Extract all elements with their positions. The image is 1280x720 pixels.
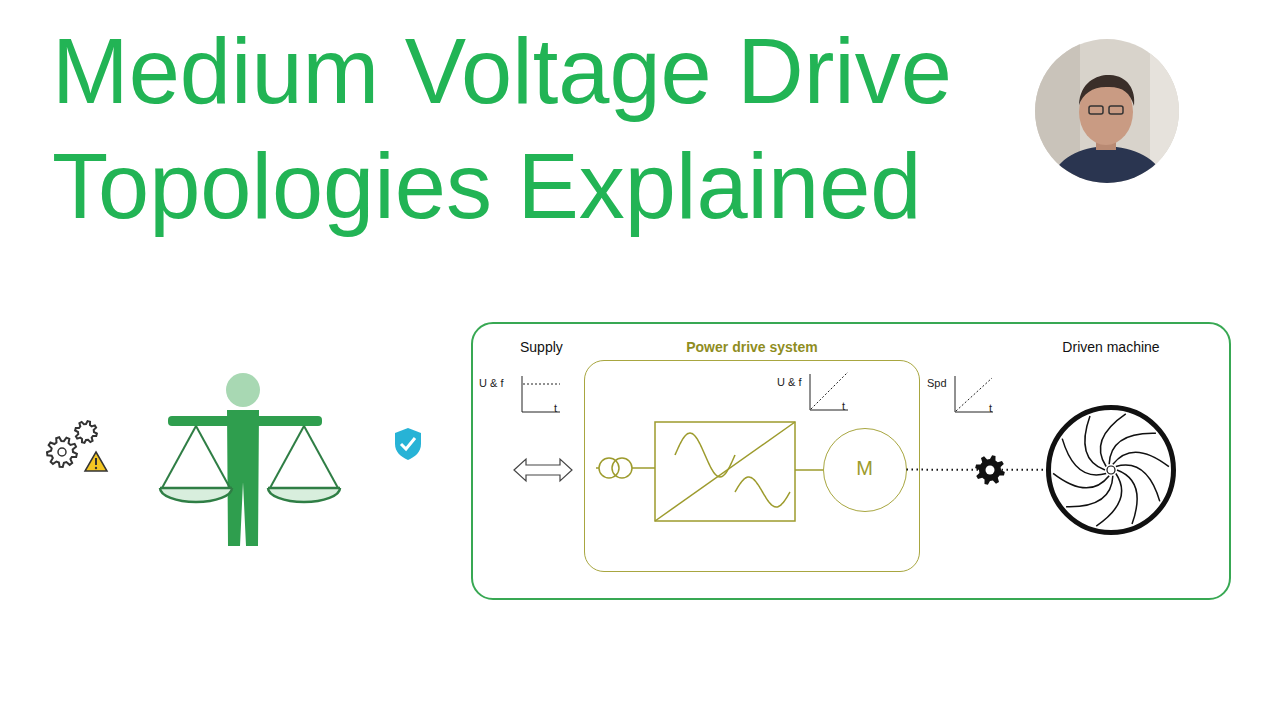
- fan-blade: [1066, 476, 1113, 507]
- fan-blade: [1117, 470, 1137, 524]
- axis-label: U & f: [479, 377, 503, 389]
- shield-check-icon-part: [395, 428, 421, 460]
- presenter-photo-part: [1079, 75, 1134, 106]
- fan-blade: [1062, 439, 1106, 475]
- page-title: Medium Voltage Drive Topologies Explaine…: [52, 14, 1012, 244]
- gear-hub: [58, 448, 66, 456]
- coupling-gear-hole: [986, 466, 995, 475]
- node-label: M: [824, 457, 906, 480]
- fan-blade: [1096, 474, 1121, 527]
- power-drive-box: MPower drive system: [584, 360, 920, 572]
- transformer-symbol: [596, 458, 655, 478]
- fan-blade: [1113, 452, 1169, 467]
- axis-label: t: [842, 400, 845, 412]
- converter-box-part: [795, 469, 823, 471]
- justice-scales-figure-part: [162, 426, 196, 488]
- gear-warning-icon-part: [85, 452, 107, 471]
- justice-scales-figure-part: [268, 487, 340, 490]
- axis-label: U & f: [777, 376, 801, 388]
- double-arrow: [514, 459, 572, 481]
- driven-machine: Driven machine: [1046, 405, 1176, 535]
- node-label: Supply: [520, 339, 563, 355]
- fan-impeller: [1053, 414, 1169, 526]
- justice-scales-figure-part: [270, 426, 304, 488]
- transformer-symbol-part: [612, 458, 632, 478]
- coupling-gear: [975, 455, 1005, 485]
- fan-blade: [1053, 473, 1109, 488]
- presenter-photo-part: [1109, 106, 1123, 114]
- justice-scales-figure-part: [160, 487, 232, 490]
- node-label: Power drive system: [585, 339, 919, 355]
- fan-blade: [1109, 433, 1156, 464]
- sine-wave: [735, 477, 790, 507]
- fan-blade: [1085, 416, 1105, 470]
- justice-scales-figure-part: [168, 416, 322, 426]
- presenter-photo-part: [1089, 106, 1103, 114]
- converter-box-part: [655, 422, 795, 521]
- coupling-gear-body: [975, 455, 1005, 485]
- axis-label: Spd: [927, 377, 947, 389]
- presenter-photo-part: [1030, 35, 1080, 195]
- fan-blade: [1116, 465, 1160, 501]
- presenter-photo-part: [1045, 146, 1172, 200]
- justice-scales-figure-part: [160, 488, 232, 502]
- motor-circle: M: [823, 428, 907, 512]
- justice-scales-figure: [160, 373, 340, 546]
- axis-label: t: [989, 402, 992, 414]
- transformer-symbol-part: [596, 467, 599, 469]
- gear-hub: [83, 429, 89, 435]
- presenter-photo-part: [1030, 35, 1190, 195]
- large-gear: [47, 437, 77, 467]
- shaft-connector: [907, 469, 1047, 471]
- justice-scales-figure-part: [304, 426, 338, 488]
- gear-warning-icon-part: [95, 458, 97, 465]
- presenter-photo: [1030, 35, 1190, 200]
- transformer-symbol-part: [599, 458, 619, 478]
- presenter-photo-part: [1079, 79, 1133, 145]
- transformer-symbol-part: [632, 467, 655, 469]
- converter-box: [655, 422, 823, 521]
- sine-wave: [675, 433, 735, 477]
- justice-scales-figure-part: [268, 488, 340, 502]
- presenter-photo-part: [1096, 132, 1116, 150]
- speed-graph: [955, 376, 993, 412]
- presenter-photo-part: [1150, 35, 1190, 195]
- double-arrow-part: [514, 459, 572, 481]
- shield-check-icon-part: [401, 438, 415, 449]
- supply-graph-part: [523, 384, 560, 385]
- system-frame: MPower drive systemDriven machineSupply: [471, 322, 1231, 600]
- small-gear: [75, 421, 97, 443]
- node-label: Driven machine: [1062, 339, 1159, 355]
- justice-scales-figure-part: [227, 410, 259, 546]
- gear-warning-icon: [47, 421, 107, 471]
- justice-scales-figure-part: [196, 426, 230, 488]
- converter-box-part: [655, 422, 795, 521]
- fan-hub: [1107, 466, 1115, 474]
- axis-label: t: [554, 402, 557, 414]
- gear-warning-icon-part: [95, 467, 97, 469]
- speed-graph-part: [955, 376, 993, 412]
- justice-scales-figure-part: [226, 373, 260, 407]
- shield-check-icon: [395, 428, 421, 460]
- fan-blade: [1100, 414, 1125, 467]
- speed-graph-part: [956, 378, 992, 411]
